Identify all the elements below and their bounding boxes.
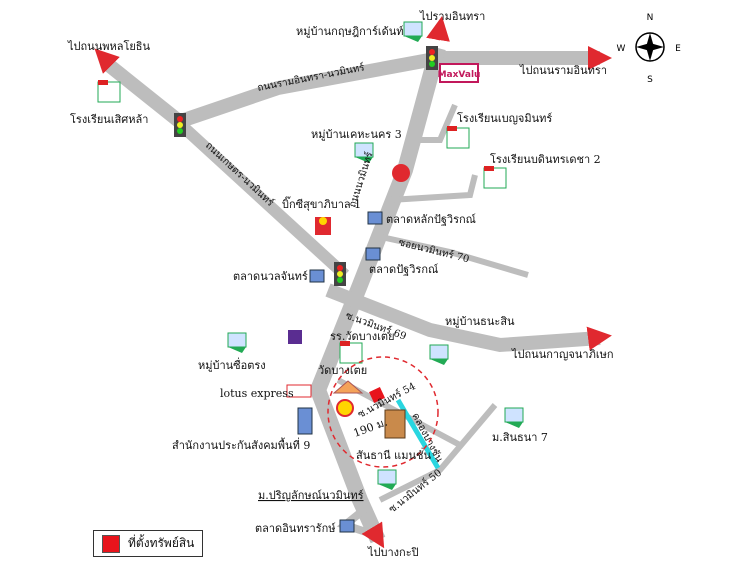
map-legend: ที่ตั้งทรัพย์สิน [93,530,204,557]
label-school-wat-bangkhoei: รร.วัดบางเตย [330,330,395,343]
road-soi-north-east [420,103,458,143]
legend-label: ที่ตั้งทรัพย์สิน [128,536,195,550]
road-soi-50 [378,403,498,503]
label-village-kanokwan: หมู่บ้านกฤษฎิการ์เด้นท์ [296,25,404,38]
school-icon [446,126,470,149]
compass-e: E [675,44,681,54]
arrow-northwest [94,48,120,74]
market-icons [309,211,383,533]
market-icon [339,519,355,533]
direction-arrows [94,16,612,549]
compass-n: N [647,13,654,23]
label-village-suetrong: หมู่บ้านซื่อตรง [198,357,266,372]
label-distance: 190 ม. [352,416,390,440]
road-kaset-nawamin [175,119,350,280]
traffic-light-icon [174,113,186,137]
road-soi-69 [325,283,601,353]
traffic-lights [174,46,438,286]
property-marker [369,387,385,403]
tesco-lotus-logo [286,384,312,398]
village-icon [377,469,397,490]
label-to-ram-inthra-road: ไปถนนรามอินทรา [519,64,607,77]
label-market-thanya2: ตลาดปัฐวิรกณ์ [369,263,438,276]
school-icons [97,80,507,364]
maxvalu-logo-text: MaxValu [438,70,481,80]
market-icon [367,211,383,225]
bank-icon [288,330,302,344]
bigc-logo-dot [319,217,327,225]
village-icon [429,344,449,365]
road-network [100,45,601,544]
road-ram-inthra-nawamin [175,51,600,129]
school-icon [339,341,363,364]
traffic-light-icon [334,262,346,286]
office-building-icon [297,407,313,435]
label-market-thanya: ตลาดหลักปัฐวิรกณ์ [386,213,476,226]
label-market-nuanchan: ตลาดนวลจันทร์ [233,270,308,283]
arrow-north [426,16,450,42]
label-to-kanchanaphisek: ไปถนนกาญจนาภิเษก [511,348,614,361]
label-wat-bangkhoei: วัดบางเตย [318,364,367,377]
property-marker-swatch [102,534,120,553]
traffic-light-icon [426,46,438,70]
village-icon [504,407,524,428]
maxvalu-logo [439,63,479,83]
label-market-inthraruk: ตลาดอินทรารักษ์ [255,522,336,535]
label-bigc: บิ๊กซีสุขาภิบาล 1 [282,196,361,211]
compass-icon [635,32,665,62]
village-icon [403,21,423,42]
road-soi-70 [371,232,529,278]
label-property: สันธานี แมนชั่น [356,447,431,462]
property-radius [327,356,439,468]
arrow-south [361,521,385,549]
compass-w: W [617,44,626,54]
label-school-bunyamin: โรงเรียนเบญจมินทร์ [457,111,552,125]
label-road-kaset-nawamin: ถนนเกษตร-นวมินทร์ [203,139,277,209]
label-village-khaha-nakhon: หมู่บ้านเคหะนคร 3 [311,128,402,141]
label-to-ram-inthra: ไปรามอินทรา [419,10,485,23]
shell-icon [336,399,354,417]
label-school-sitthilar: โรงเรียนเสิศหล้า [70,112,148,126]
village-icons [227,21,524,490]
temple-icon [332,380,364,394]
label-to-bang-kapi: ไปบางกะปิ [367,546,419,559]
label-village-suntharanan: ม.สินธนา 7 [492,431,548,444]
school-icon [97,80,121,103]
property-building-icon [384,409,406,439]
arrow-east-lower [586,326,612,351]
gas-station-icon [392,164,410,182]
label-school-bunditrat: โรงเรียนบดินทรเดชา 2 [490,152,601,166]
road-soi-east-2 [389,174,478,203]
bigc-logo [315,217,331,235]
village-icon [227,332,247,353]
market-icon [309,269,325,283]
label-to-phahonyothin: ไปถนนพหลโยธิน [67,39,151,53]
label-village-prinlapat: ม.ปริญลักษณ์นวมินทร์ [258,489,364,502]
compass-s: S [647,75,653,85]
label-lotus: lotus express [220,387,294,400]
school-icon [483,166,507,189]
label-village-thanasin: หมู่บ้านธนะสิน [445,315,515,328]
village-icon [354,142,374,163]
label-tax-office: สำนักงานประกันสังคมพื้นที่ 9 [172,437,310,452]
label-soi-70: ซอยนวมินทร์ 70 [397,236,470,265]
market-icon [365,247,381,261]
